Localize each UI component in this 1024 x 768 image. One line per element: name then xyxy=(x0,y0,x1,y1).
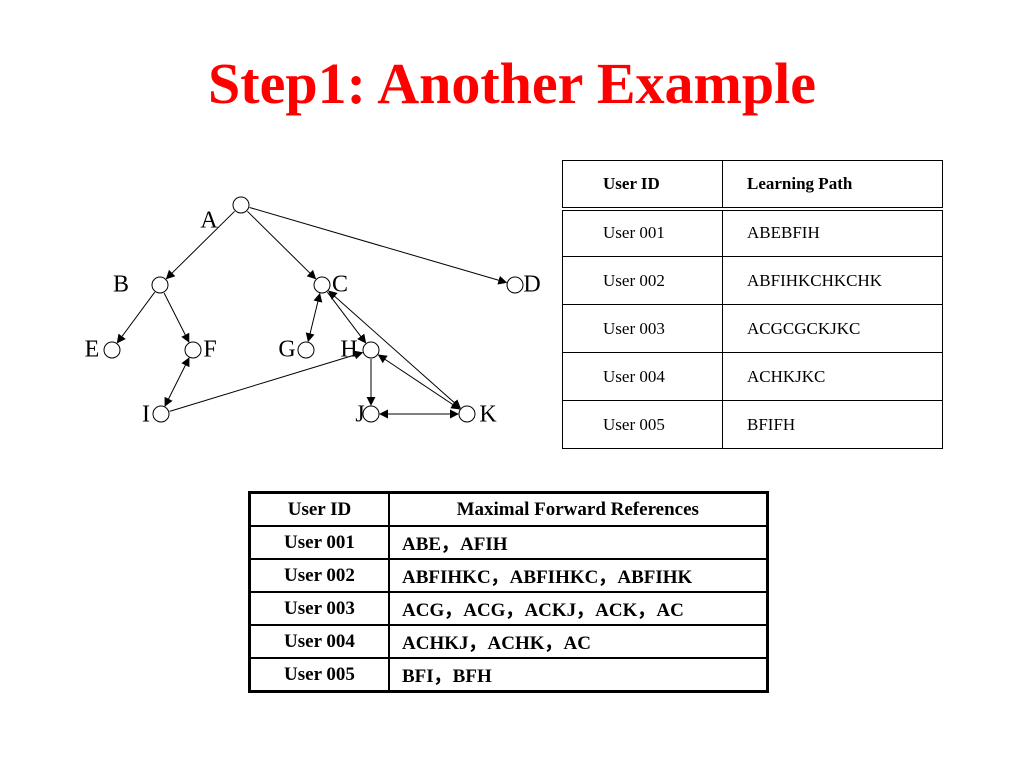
user-id-cell: User 005 xyxy=(248,657,390,693)
forward-references-cell: ACG，ACG，ACKJ，ACK，AC xyxy=(388,591,768,626)
node-k xyxy=(458,405,476,423)
user-id-cell: User 004 xyxy=(248,624,390,659)
node-label-g: G xyxy=(278,337,295,363)
edge-c-h xyxy=(327,291,367,344)
node-label-j: J xyxy=(355,402,364,428)
learning-path-cell: ABEBFIH xyxy=(722,208,943,257)
edge-f-i xyxy=(164,357,190,407)
column-header-user-id: User ID xyxy=(562,160,723,211)
node-label-i: I xyxy=(142,402,150,428)
user-id-cell: User 001 xyxy=(562,208,723,257)
edge-a-d xyxy=(249,207,508,285)
user-id-cell: User 002 xyxy=(562,256,723,305)
node-e xyxy=(103,341,121,359)
column-header-maximal-forward-references: Maximal Forward References xyxy=(388,491,768,527)
forward-references-cell: BFI，BFH xyxy=(388,657,768,693)
table-row: User 005 BFI，BFH xyxy=(248,657,768,693)
learning-path-table: User ID Learning Path User 001 ABEBFIH U… xyxy=(562,160,943,449)
forward-references-cell: ACHKJ，ACHK，AC xyxy=(388,624,768,659)
table-row: User 003 ACGCGCKJKC xyxy=(562,304,943,353)
edge-h-k xyxy=(377,354,461,410)
table-row: User 004 ACHKJKC xyxy=(562,352,943,401)
node-label-b: B xyxy=(113,272,129,298)
table-row: User 004 ACHKJ，ACHK，AC xyxy=(248,624,768,659)
node-label-a: A xyxy=(200,208,218,234)
edge-b-f xyxy=(163,292,190,343)
table-row: User 001 ABE，AFIH xyxy=(248,525,768,560)
node-label-f: F xyxy=(203,337,216,363)
node-h xyxy=(362,341,380,359)
user-id-cell: User 003 xyxy=(248,591,390,626)
node-label-e: E xyxy=(85,337,100,363)
node-label-h: H xyxy=(340,337,357,363)
node-d xyxy=(506,276,524,294)
maximal-forward-references-table: User ID Maximal Forward References User … xyxy=(248,491,769,693)
node-c xyxy=(313,276,331,294)
node-i xyxy=(152,405,170,423)
column-header-learning-path: Learning Path xyxy=(722,160,943,211)
forward-references-cell: ABE，AFIH xyxy=(388,525,768,560)
table-row: User 003 ACG，ACG，ACKJ，ACK，AC xyxy=(248,591,768,626)
edge-i-h xyxy=(169,350,364,412)
learning-path-cell: BFIFH xyxy=(722,400,943,449)
edge-c-g xyxy=(305,292,323,343)
forward-references-cell: ABFIHKC，ABFIHKC，ABFIHK xyxy=(388,558,768,593)
learning-path-cell: ACGCGCKJKC xyxy=(722,304,943,353)
node-b xyxy=(151,276,169,294)
user-id-cell: User 005 xyxy=(562,400,723,449)
node-label-c: C xyxy=(332,272,348,298)
slide-title: Step1: Another Example xyxy=(208,51,816,116)
table-row: User 005 BFIFH xyxy=(562,400,943,449)
edge-a-c xyxy=(247,210,317,280)
user-id-cell: User 002 xyxy=(248,558,390,593)
node-f xyxy=(184,341,202,359)
node-j xyxy=(362,405,380,423)
table-header-row: User ID Learning Path xyxy=(562,160,943,211)
table-row: User 002 ABFIHKC，ABFIHKC，ABFIHK xyxy=(248,558,768,593)
edge-b-e xyxy=(116,291,156,344)
edge-a-b xyxy=(165,210,235,280)
learning-path-cell: ABFIHKCHKCHK xyxy=(722,256,943,305)
node-a xyxy=(232,196,250,214)
column-header-user-id: User ID xyxy=(248,491,390,527)
user-id-cell: User 001 xyxy=(248,525,390,560)
node-label-d: D xyxy=(523,272,540,298)
table-row: User 001 ABEBFIH xyxy=(562,208,943,257)
user-id-cell: User 004 xyxy=(562,352,723,401)
node-g xyxy=(297,341,315,359)
navigation-graph: A B C D E F G H I J K xyxy=(85,196,541,428)
node-label-k: K xyxy=(479,402,497,428)
table-row: User 002 ABFIHKCHKCHK xyxy=(562,256,943,305)
table-header-row: User ID Maximal Forward References xyxy=(248,491,768,527)
learning-path-cell: ACHKJKC xyxy=(722,352,943,401)
user-id-cell: User 003 xyxy=(562,304,723,353)
